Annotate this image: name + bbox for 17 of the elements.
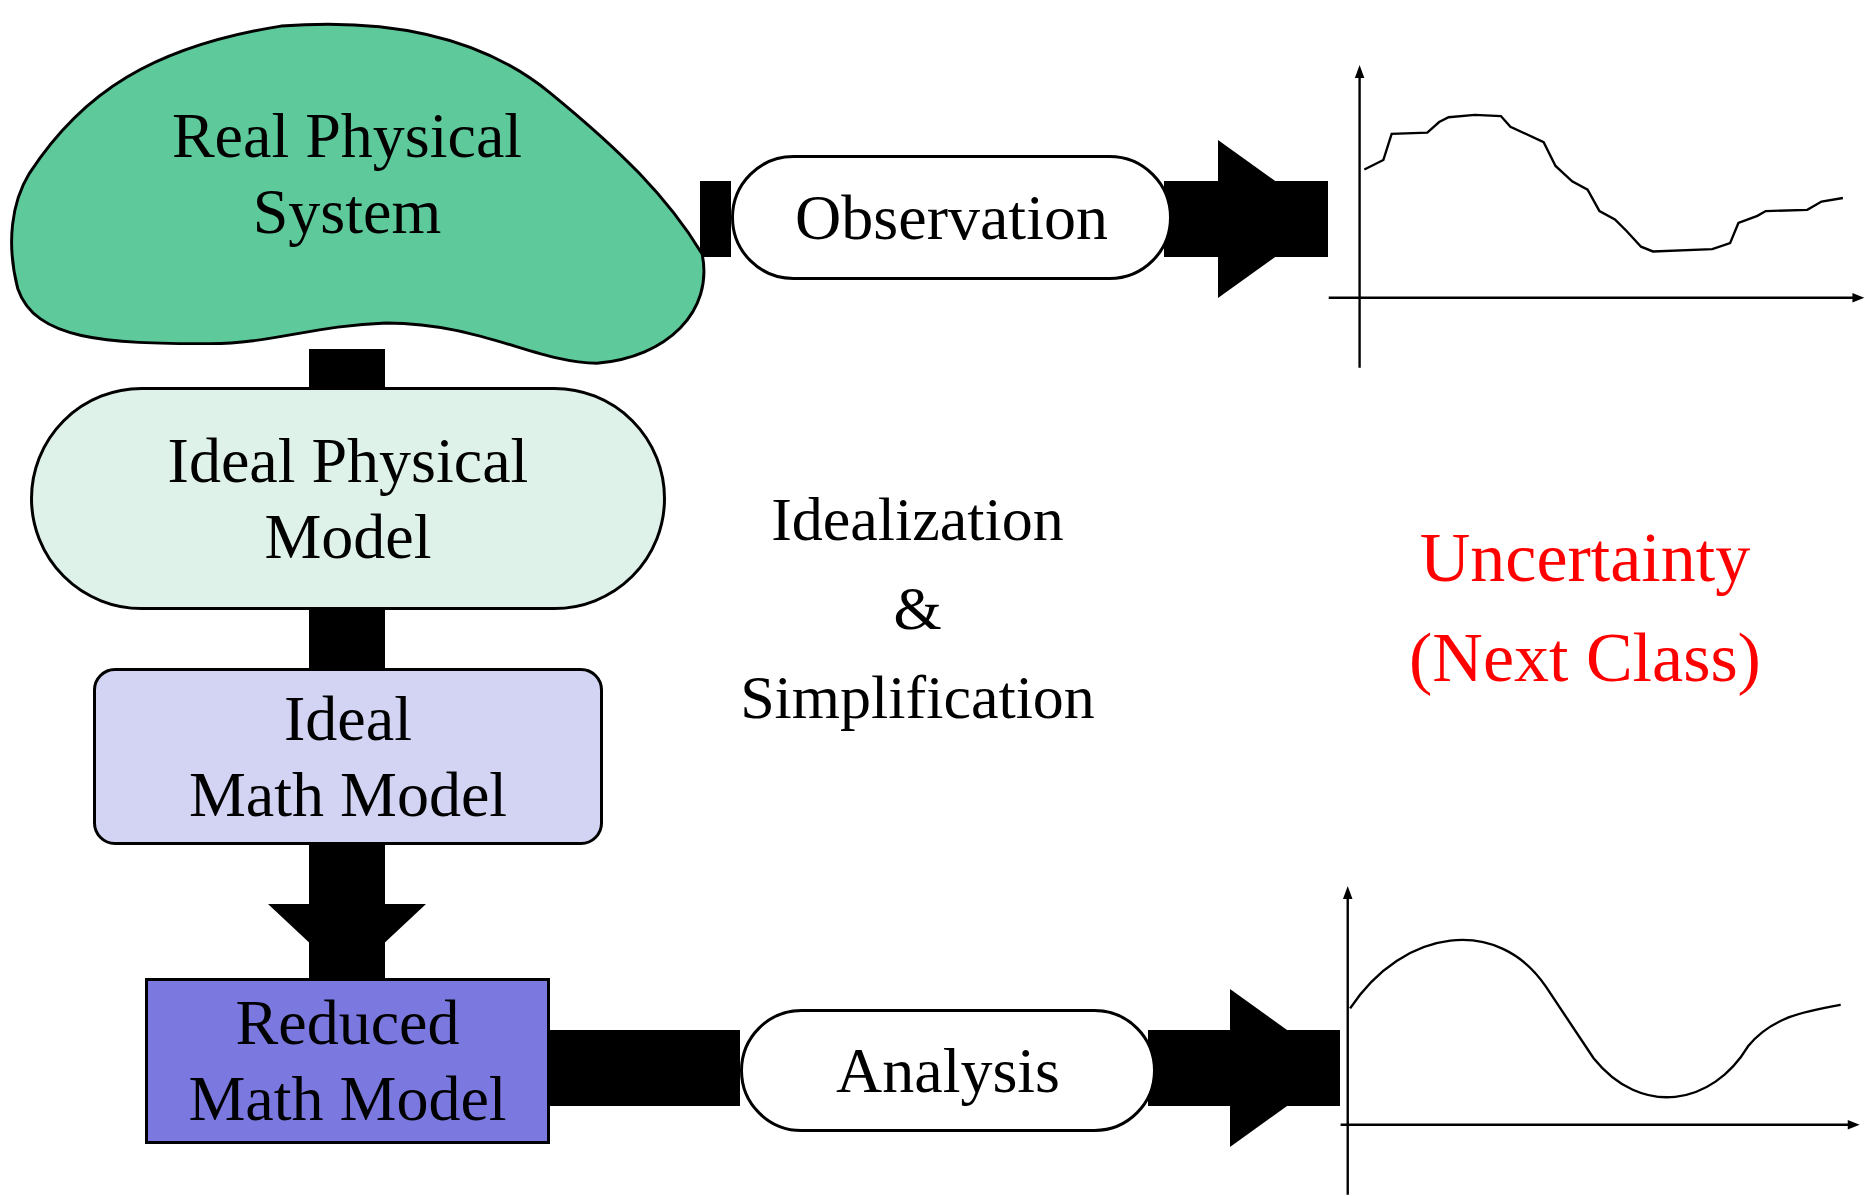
node-label: Real Physical System <box>170 99 524 249</box>
block-arrow <box>1148 989 1340 1147</box>
annotation-text: & <box>892 573 943 644</box>
annotation-text: Simplification <box>739 662 1096 733</box>
node-label: Reduced Math Model <box>187 986 508 1136</box>
node-label: Ideal Physical Model <box>166 424 530 574</box>
process-box <box>145 978 550 1144</box>
node-label: Observation <box>794 180 1109 255</box>
node-label: Math Model <box>187 757 509 832</box>
rounded-box <box>93 668 603 845</box>
node-label: Analysis <box>835 1033 1061 1108</box>
annotation-text: Uncertainty (Next Class) <box>1408 518 1762 699</box>
block-arrow <box>1164 140 1328 298</box>
pill-box <box>740 1009 1156 1132</box>
node-label: Ideal <box>283 682 413 756</box>
pill-box <box>731 155 1172 280</box>
annotation-text: Idealization <box>770 484 1065 555</box>
